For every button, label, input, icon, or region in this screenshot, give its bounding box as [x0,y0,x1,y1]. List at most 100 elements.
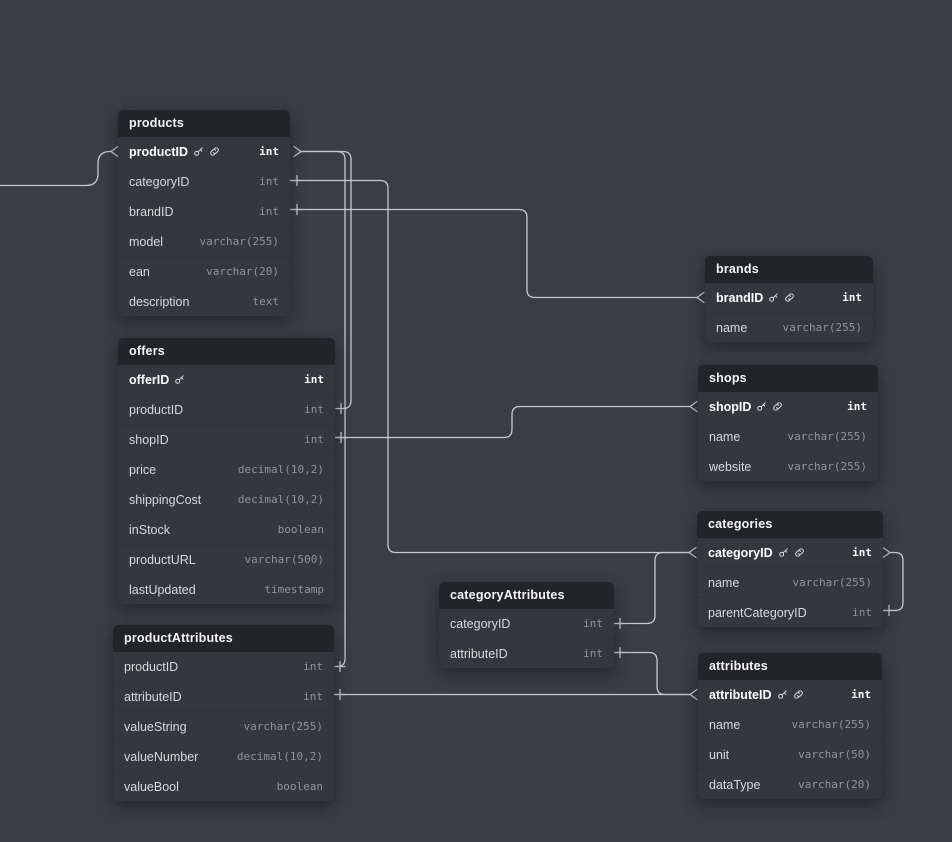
table-title[interactable]: brands [705,256,873,283]
field-type: varchar(20) [798,778,871,791]
cardinality-marker [614,617,626,630]
field-type: int [842,291,862,304]
field-type: decimal(10,2) [236,750,323,763]
table-title[interactable]: categoryAttributes [439,582,614,609]
table-title[interactable]: categories [697,511,883,538]
cardinality-marker [334,688,346,701]
field-type: boolean [276,780,323,793]
field-row-categoryID[interactable]: categoryID int [439,609,614,638]
table-title[interactable]: productAttributes [113,625,334,652]
field-name: categoryID [450,616,511,631]
cardinality-marker [334,660,346,673]
field-name: brandID [716,290,764,305]
field-name: name [709,717,741,732]
table-title[interactable]: shops [698,365,878,392]
key-icon [174,374,185,385]
field-row-valueString[interactable]: valueString varchar(255) [113,711,334,741]
field-type: varchar(255) [792,576,872,589]
field-type: varchar(255) [782,321,862,334]
field-name: attributeID [124,689,182,704]
table-title[interactable]: attributes [698,653,882,680]
field-name: productID [129,144,189,159]
relationship-line[interactable] [301,150,352,410]
relationship-line[interactable] [290,208,697,299]
field-name: description [129,294,190,309]
relationship-line[interactable] [290,179,689,554]
link-icon [209,146,220,157]
cardinality-marker [293,145,303,158]
key-icon [768,292,779,303]
field-name: website [709,459,752,474]
relationship-line[interactable] [614,551,689,625]
field-type: text [252,295,280,308]
cardinality-marker [614,646,626,659]
key-icon [193,146,204,157]
field-row-brandID[interactable]: brandID int [705,283,873,312]
link-icon [794,547,805,558]
field-type: varchar(255) [243,720,323,733]
field-type: int [583,617,603,630]
relationship-line[interactable] [301,150,346,668]
field-name: shopID [709,399,752,414]
field-name: offerID [129,372,170,387]
field-type: int [304,373,324,386]
relationship-line[interactable] [614,651,690,696]
table-title[interactable]: offers [118,338,335,365]
table-title[interactable]: products [118,110,290,137]
field-row-attributeID[interactable]: attributeID int [113,681,334,711]
relationship-line[interactable] [883,551,904,612]
relationship-line[interactable] [335,405,690,439]
field-type: int [304,433,324,446]
field-name: productID [124,659,179,674]
field-name: brandID [129,204,174,219]
table-category-attributes[interactable]: categoryAttributes categoryID int attribut… [439,582,614,668]
cardinality-marker [882,546,892,559]
relationship-line[interactable] [0,150,111,187]
key-icon [778,547,789,558]
field-name: valueString [124,719,187,734]
field-name: dataType [709,777,761,792]
field-name: unit [709,747,730,762]
field-type: int [852,546,872,559]
field-row-offerID[interactable]: offerID int [118,365,335,394]
field-row-description[interactable]: description text [118,286,290,316]
field-type: int [303,690,323,703]
field-row-dataType[interactable]: dataType varchar(20) [698,769,882,799]
